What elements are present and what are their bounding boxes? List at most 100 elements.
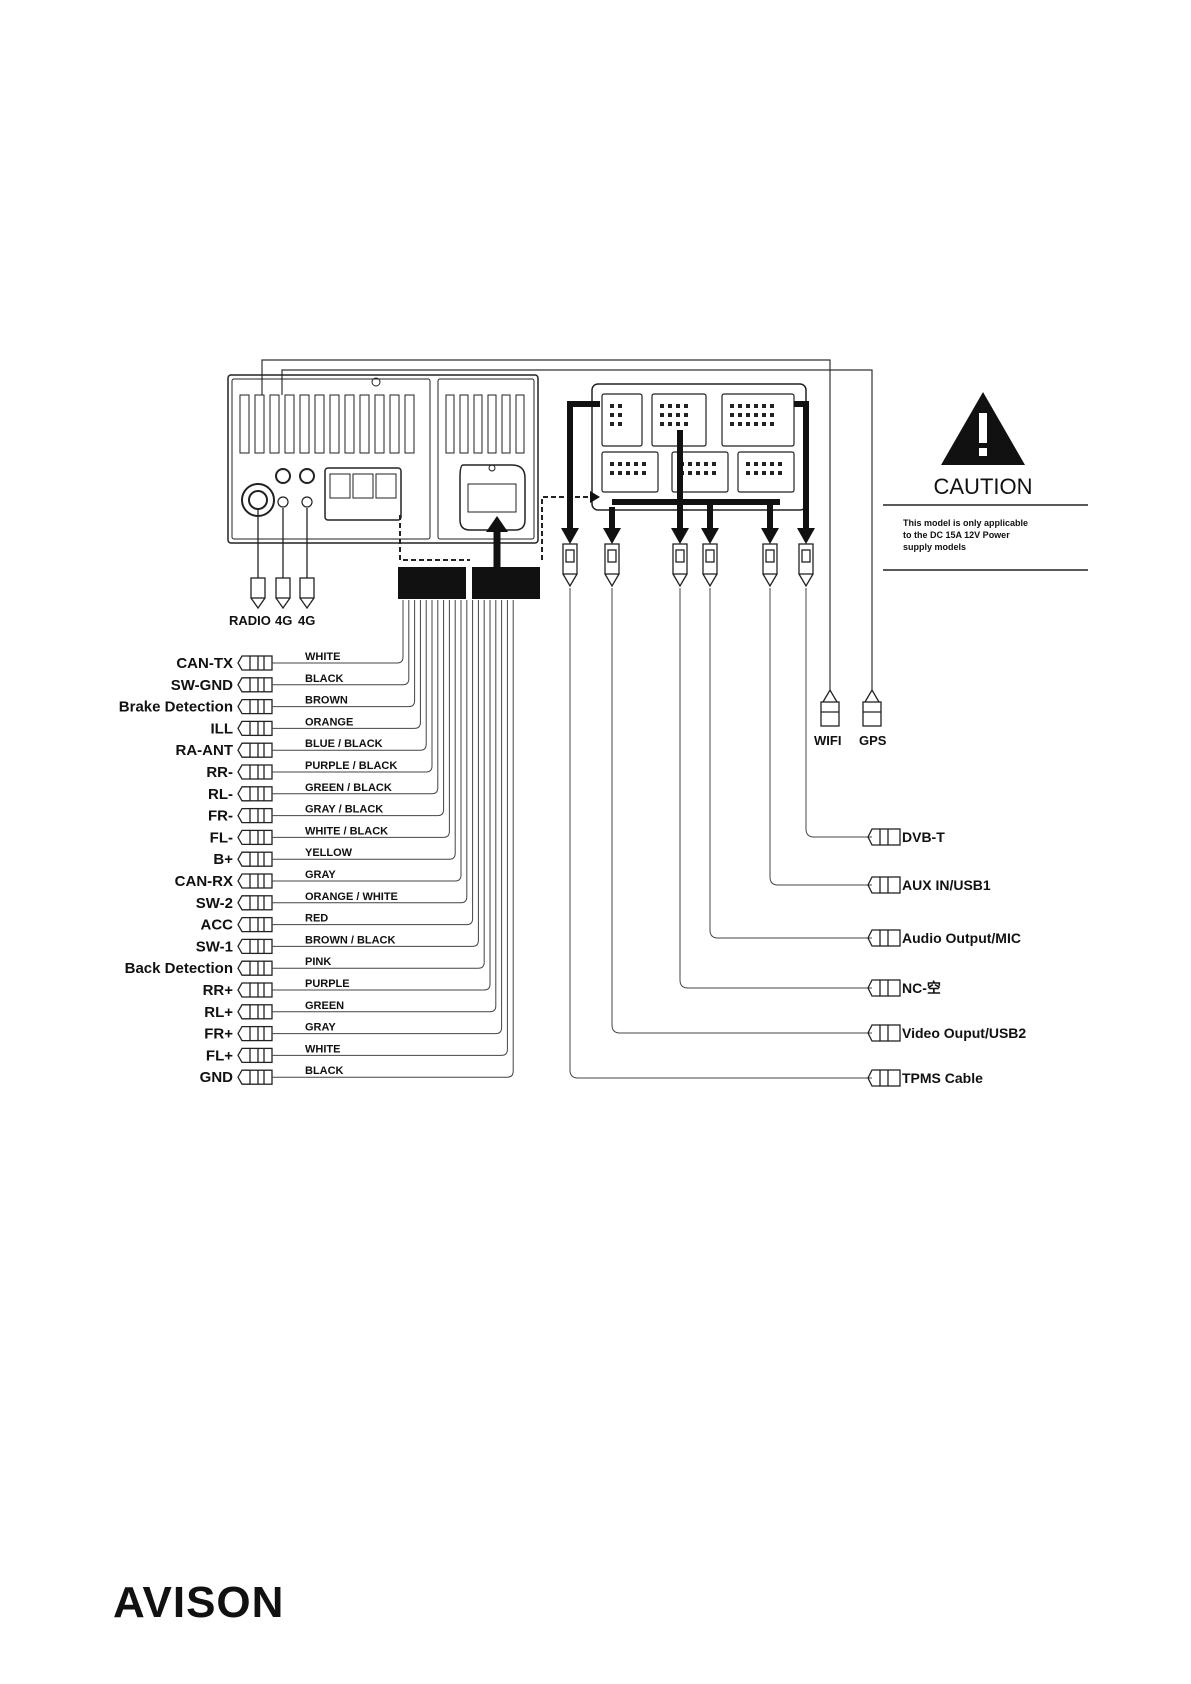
connector-pin: [610, 404, 614, 408]
connector-pin: [626, 471, 630, 475]
wire-color-label: GREEN: [305, 1000, 344, 1012]
plug-icon: [702, 543, 718, 588]
wire-line: [272, 600, 491, 991]
connector-pin: [696, 462, 700, 466]
brand-logo: AVISON: [113, 1578, 284, 1627]
wire-signal-label: ACC: [201, 917, 234, 934]
wire-row: FR+GRAY: [204, 600, 503, 1043]
connector-pin: [770, 404, 774, 408]
wire-color-label: ORANGE: [305, 716, 353, 728]
connector-pin: [746, 422, 750, 426]
output-row: NC-空: [679, 588, 941, 997]
wire-line: [272, 600, 439, 795]
wire-color-label: YELLOW: [305, 847, 353, 859]
connector-icon: [237, 677, 273, 693]
connector-icon: [237, 1025, 273, 1042]
cooling-fin: [389, 394, 400, 454]
antenna-plug-icon: [250, 577, 266, 610]
wire-row: ACC RED: [201, 600, 474, 934]
wire-signal-label: RA-ANT: [176, 742, 234, 759]
connector-pin: [754, 471, 758, 475]
wire-color-label: WHITE: [305, 1043, 340, 1055]
wire-signal-label: RR+: [203, 982, 234, 999]
connector-pin: [660, 422, 664, 426]
cooling-fin: [329, 394, 340, 454]
connector-pin: [754, 413, 758, 417]
output-row: TPMS Cable: [569, 588, 983, 1087]
output-label: TPMS Cable: [902, 1070, 983, 1086]
output-label: NC-空: [902, 980, 941, 996]
arrow-head: [797, 528, 815, 544]
wire-signal-label: FL+: [206, 1047, 233, 1064]
connector-pin: [634, 471, 638, 475]
wire-color-label: BLUE / BLACK: [305, 738, 383, 750]
connector-pin: [762, 471, 766, 475]
harness-block: [398, 515, 540, 599]
connector-pin: [618, 462, 622, 466]
wire-line: [272, 600, 450, 838]
connector-pin: [738, 422, 742, 426]
connector-pin: [684, 422, 688, 426]
connector-icon: [867, 929, 901, 947]
connector-arrows: [567, 401, 809, 532]
wire-row: FL+ WHITE: [206, 600, 508, 1064]
wire-row: FR-GRAY / BLACK: [208, 600, 445, 825]
output-label: DVB-T: [902, 829, 945, 845]
connector-pin: [770, 413, 774, 417]
wire-color-label: RED: [305, 913, 328, 925]
wire-line: [272, 600, 508, 1056]
connector-pin: [642, 462, 646, 466]
connector-pin: [746, 404, 750, 408]
connector-pin: [634, 462, 638, 466]
connector-pin: [730, 404, 734, 408]
output-label: Audio Output/MIC: [902, 930, 1021, 946]
dashed-link-arrow: [590, 491, 600, 503]
wire-line: [272, 600, 468, 904]
antenna-label-radio: RADIO: [229, 613, 271, 628]
output-cable: [611, 588, 872, 1034]
connector-pin: [610, 471, 614, 475]
wire-color-label: WHITE / BLACK: [305, 825, 388, 837]
antenna-label-4g-1: 4G: [275, 613, 292, 628]
antenna-label-wifi: WIFI: [814, 733, 841, 748]
connector-pin: [754, 462, 758, 466]
connector-icon: [237, 742, 273, 758]
connector-pin: [610, 422, 614, 426]
connector-icon: [237, 873, 273, 889]
connector-pin: [762, 404, 766, 408]
connector-pin: [754, 422, 758, 426]
wire-line: [272, 600, 514, 1078]
connector-pin: [668, 404, 672, 408]
connector-pin: [668, 413, 672, 417]
connector-icon: [237, 1004, 273, 1020]
wire-signal-label: Back Detection: [125, 960, 233, 977]
plug-icon: [672, 543, 688, 588]
wire-signal-label: RL-: [208, 786, 233, 803]
wire-row: RA-ANT BLUE / BLACK: [176, 600, 427, 759]
wire-color-label: GRAY / BLACK: [305, 804, 383, 816]
cooling-fin: [344, 394, 355, 454]
connector-pin: [688, 471, 692, 475]
wire-signal-label: CAN-TX: [176, 655, 233, 672]
antenna-plug-icon: [862, 688, 882, 727]
dashed-link: [541, 496, 590, 560]
top-antenna-plugs: [820, 688, 882, 727]
cooling-fin: [501, 394, 511, 454]
output-cable: [769, 588, 872, 886]
connector-pin: [618, 413, 622, 417]
wire-signal-label: B+: [213, 851, 233, 868]
connector-pin: [778, 462, 782, 466]
output-row: Audio Output/MIC: [709, 588, 1021, 947]
output-row: Video Ouput/USB2: [611, 588, 1026, 1042]
connector-icon: [237, 1069, 273, 1085]
connector-icon: [237, 938, 273, 955]
wire-line: [272, 600, 485, 969]
connector-icon: [237, 786, 273, 802]
